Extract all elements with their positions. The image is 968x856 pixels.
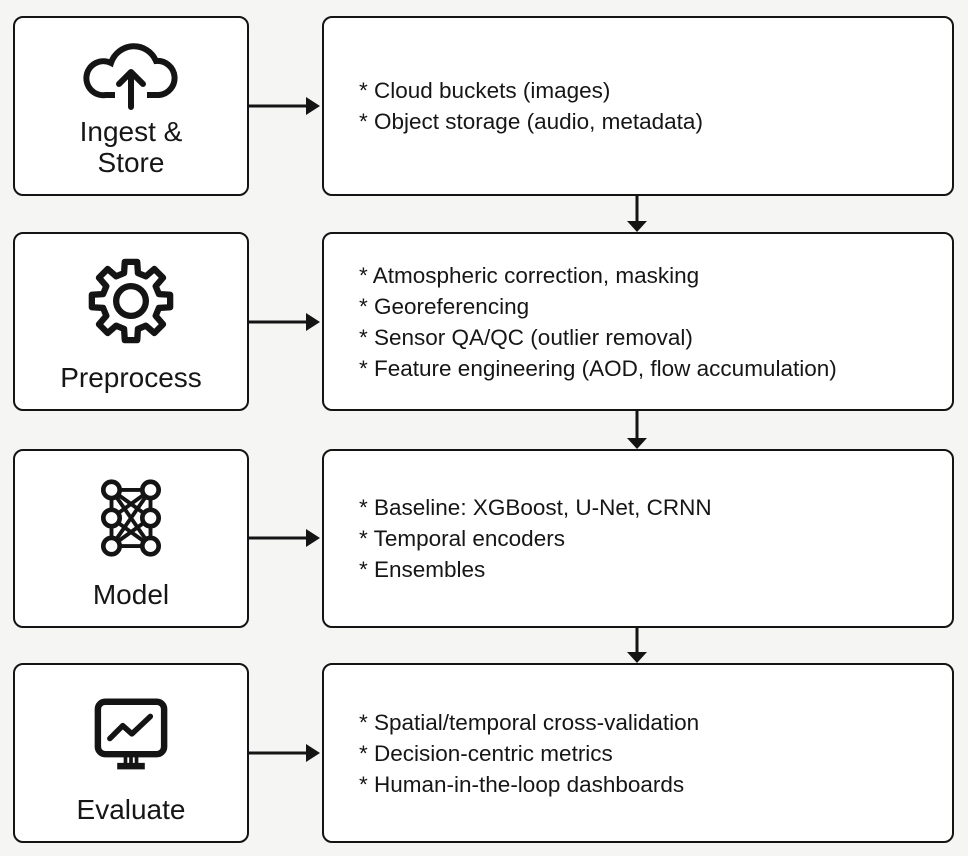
stage-label-evaluate: Evaluate: [76, 794, 186, 825]
detail-box-preprocess: * Atmospheric correction, masking * Geor…: [322, 232, 954, 411]
arrow-right-icon: [249, 313, 320, 331]
bullet-line: * Cloud buckets (images): [359, 78, 611, 103]
icon-wrap: [15, 665, 247, 794]
bullet-line: * Spatial/temporal cross-validation: [359, 709, 700, 735]
arrow-down-icon: [627, 411, 647, 449]
stage-label-model: Model: [92, 579, 170, 610]
icon-wrap: [15, 18, 247, 116]
bullet-line: * Sensor QA/QC (outlier removal): [359, 324, 693, 350]
monitor-chart-icon: [94, 698, 168, 769]
gear-icon: [88, 258, 174, 344]
bullet-line: * Feature engineering (AOD, flow accumul…: [359, 355, 837, 381]
stage-label-ingest-store: Ingest & Store: [79, 116, 183, 178]
arrow-right-icon: [249, 97, 320, 115]
stage-box-evaluate: Evaluate: [13, 663, 249, 843]
arrow-right-icon: [249, 744, 320, 762]
bullet-line: * Georeferencing: [359, 293, 530, 319]
detail-box-ingest-store: * Cloud buckets (images) * Object storag…: [322, 16, 954, 196]
icon-wrap: [15, 234, 247, 362]
detail-box-model: * Baseline: XGBoost, U-Net, CRNN * Tempo…: [322, 449, 954, 628]
icon-wrap: [15, 451, 247, 579]
arrow-down-icon: [627, 196, 647, 232]
bullet-line: * Ensembles: [359, 557, 486, 582]
stage-box-preprocess: Preprocess: [13, 232, 249, 411]
bullet-line: * Object storage (audio, metadata): [359, 109, 703, 134]
neural-network-icon: [100, 479, 162, 557]
arrow-down-icon: [627, 628, 647, 663]
bullet-line: * Atmospheric correction, masking: [359, 262, 700, 288]
bullet-line: * Human-in-the-loop dashboards: [359, 771, 685, 797]
cloud-upload-icon: [83, 43, 178, 110]
stage-label-preprocess: Preprocess: [60, 362, 202, 393]
arrow-right-icon: [249, 529, 320, 547]
detail-box-evaluate: * Spatial/temporal cross-validation * De…: [322, 663, 954, 843]
stage-box-model: Model: [13, 449, 249, 628]
stage-box-ingest-store: Ingest & Store: [13, 16, 249, 196]
bullet-line: * Temporal encoders: [359, 526, 565, 551]
bullet-line: * Decision-centric metrics: [359, 740, 613, 766]
bullet-line: * Baseline: XGBoost, U-Net, CRNN: [359, 495, 712, 520]
